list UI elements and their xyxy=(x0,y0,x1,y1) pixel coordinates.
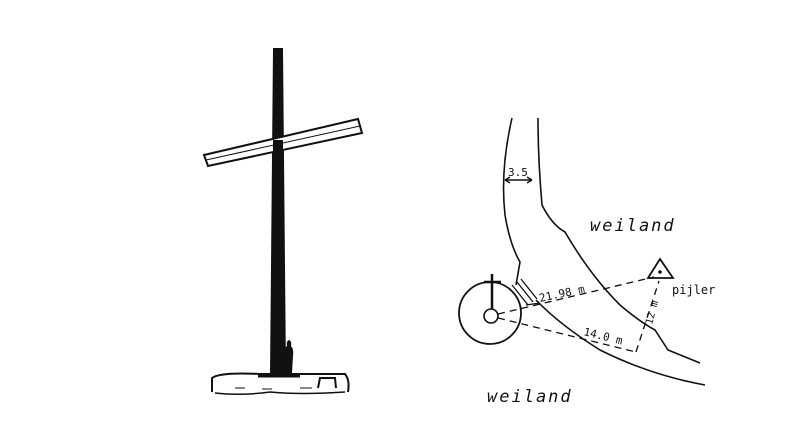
land-label-top: weiland xyxy=(590,216,676,236)
bank-left xyxy=(502,117,521,286)
bank-lower xyxy=(535,299,706,386)
steps xyxy=(511,278,541,306)
pillar-triangle-icon xyxy=(646,257,675,279)
cross-site-circle xyxy=(458,281,522,345)
dashed-line-to-pillar xyxy=(497,276,655,315)
distance-pillar-offset: 12 m xyxy=(644,300,661,326)
cross-elevation xyxy=(202,48,364,396)
width-arrow xyxy=(504,176,533,184)
width-label: 3.5 xyxy=(508,166,528,179)
bank-right xyxy=(537,117,701,364)
cross-upright xyxy=(270,48,286,375)
cross-base xyxy=(211,372,350,393)
site-map xyxy=(458,117,706,386)
cross-symbol xyxy=(484,274,501,309)
distance-cross-pillar: 21.98 m xyxy=(538,283,586,305)
dashed-line-offset xyxy=(635,280,660,353)
person-figure xyxy=(283,340,294,373)
pillar-label: pijler xyxy=(672,283,715,297)
land-label-bottom: weiland xyxy=(487,387,573,407)
